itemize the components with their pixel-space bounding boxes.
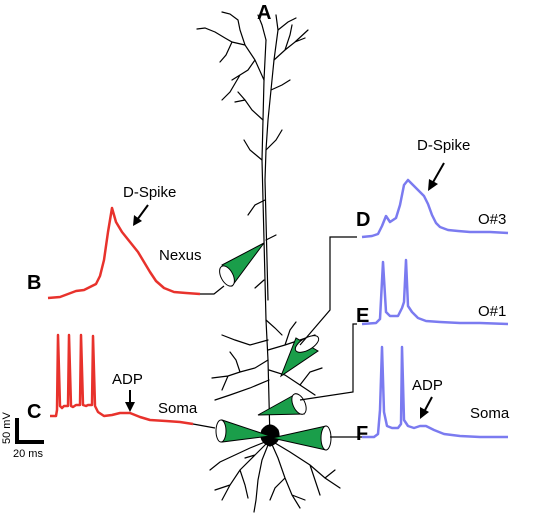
- connector-e: [299, 323, 357, 401]
- electrode-nexus: [219, 242, 265, 287]
- scale-bar-time: 20 ms: [13, 448, 43, 460]
- connector-d: [299, 236, 357, 346]
- scale-bar-voltage: 50 mV: [1, 412, 13, 444]
- apical-trunk: [261, 39, 271, 441]
- apical-tuft: [196, 11, 309, 161]
- connector-lines: [192, 236, 362, 438]
- arrow-c-adp: [125, 390, 135, 412]
- location-o3: O#3: [478, 211, 506, 228]
- annotation-f-adp: ADP: [412, 377, 443, 394]
- trace-b: [47, 206, 201, 300]
- panel-label-b: B: [27, 272, 41, 294]
- connector-nexus: [200, 285, 225, 295]
- location-o1: O#1: [478, 303, 506, 320]
- location-nexus: Nexus: [159, 247, 202, 264]
- arrow-b-dspike: [133, 204, 149, 226]
- location-soma-left: Soma: [158, 400, 198, 417]
- trace-e: [361, 258, 509, 326]
- electrode-o3: [279, 335, 320, 378]
- basal-dendrites: [209, 439, 341, 513]
- oblique-dendrites: [211, 321, 323, 401]
- panel-label-f: F: [356, 423, 368, 445]
- panel-label-d: D: [356, 209, 370, 231]
- trace-f: [362, 345, 508, 439]
- apical-side-branch: [247, 199, 283, 336]
- trace-d: [361, 178, 509, 239]
- trace-c: [50, 333, 194, 426]
- arrow-d-dspike: [428, 162, 445, 191]
- panel-label-c: C: [27, 401, 41, 423]
- arrows: [125, 162, 445, 419]
- electrode-soma-right: [271, 425, 332, 451]
- electrode-o1: [257, 393, 307, 416]
- location-soma-right: Soma: [470, 405, 510, 422]
- connector-soma-left: [192, 423, 216, 429]
- annotation-c-adp: ADP: [112, 371, 143, 388]
- electrode-soma-left: [215, 419, 271, 443]
- scale-bar: 50 mV 20 ms: [1, 412, 44, 460]
- annotation-b-dspike: D-Spike: [123, 184, 176, 201]
- panel-label-a: A: [257, 2, 271, 24]
- arrow-f-adp: [420, 396, 433, 419]
- panel-label-e: E: [356, 305, 369, 327]
- annotation-d-dspike: D-Spike: [417, 137, 470, 154]
